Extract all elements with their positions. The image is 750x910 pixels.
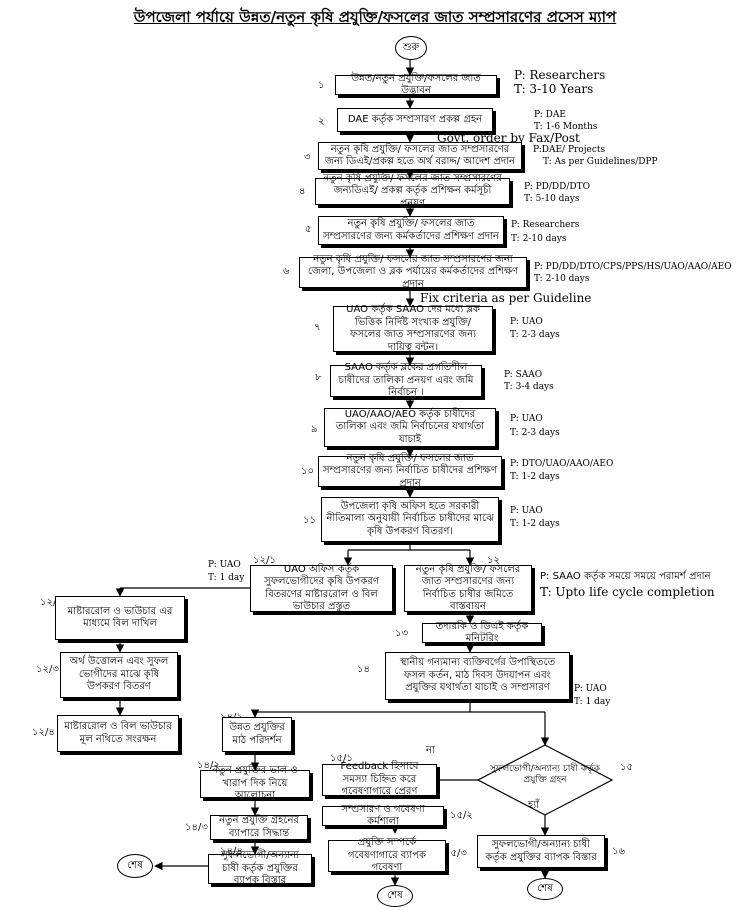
step-16-number: ১৬	[612, 846, 625, 857]
step-12-3-box: অর্থ উত্তোলন এবং সুফল ভোগীদের মাঝে কৃষি …	[60, 652, 178, 698]
step-13-box: তদারকি ও ডিএই কর্তৃক মনিটরিং	[422, 621, 542, 644]
decision-15-number: ১৫	[620, 762, 633, 773]
step-3-time: T: As per Guidelines/DPP	[543, 157, 658, 167]
step-15-1-number: ১৫/১	[330, 753, 353, 764]
step-11-box: উপজেলা কৃষি অফিস হতে সরকারী নীতিমালা অনু…	[321, 497, 499, 542]
step-9-time: T: 2-3 days	[510, 428, 560, 438]
step-5-box: নতুন কৃষি প্রযুক্তি/ ফসলের জাত সম্প্রসার…	[318, 216, 504, 245]
note-criteria: Fix criteria as per Guideline	[420, 291, 592, 305]
step-16-box: সুফলভোগী/অন্যান্য চাষী কর্তৃক প্রযুক্তির…	[477, 835, 605, 868]
step-11-person: P: UAO	[510, 506, 543, 516]
end-terminal-16: শেষ	[527, 878, 563, 900]
step-12-number: ১২	[487, 555, 500, 566]
end-terminal-14: শেষ	[117, 854, 153, 878]
step-10-box: নতুন কৃষি প্রযুক্তি/ ফসলের জাত সম্প্রসার…	[318, 453, 502, 489]
step-14-2-box: নতুন প্রযুক্তির ভাল ও খারাপ দিক নিয়ে আল…	[200, 765, 310, 801]
step-14-3-box: নতুন প্রযুক্তি গ্রহনের ব্যাপারে সিদ্ধান্…	[210, 815, 308, 840]
step-7-time: T: 2-3 days	[510, 330, 560, 340]
step-11-number: ১১	[303, 515, 316, 526]
step-2-time: T: 1-6 Months	[534, 122, 598, 132]
step-12-4-number: ১২/৪	[32, 727, 55, 738]
step-1-time: T: 3-10 Years	[514, 82, 594, 96]
step-5-number: ৫	[305, 224, 312, 235]
end-terminal-15: শেষ	[377, 885, 413, 907]
step-12-2-number: ১২/২	[40, 597, 63, 608]
step-12-1-number: ১২/১	[253, 555, 276, 566]
step-15-2-box: সম্প্রসারণ ও গবেষণা কর্মশালা	[322, 804, 444, 827]
step-13-number: ১৩	[395, 628, 408, 639]
step-2-number: ২	[318, 116, 325, 127]
step-12-person: P: SAAO কর্তৃক সময়ে সময়ে পরামর্শ প্রদা…	[540, 571, 711, 582]
step-12-time: T: Upto life cycle completion	[540, 585, 715, 599]
diagram-title: উপজেলা পর্যায়ে উন্নত/নতুন কৃষি প্রযুক্ত…	[133, 8, 617, 26]
step-11-time: T: 1-2 days	[510, 519, 560, 529]
step-5-person: P: Researchers	[511, 220, 580, 230]
step-8-box: SAAO কর্তৃক ব্লকের প্রগতিশীল চাষীদের তাল…	[330, 362, 482, 398]
step-12-1-person: P: UAO	[208, 560, 241, 570]
step-8-person: P: SAAO	[504, 370, 543, 380]
start-terminal: শুরু	[395, 36, 427, 60]
step-14-4-box: সুফলভোগী/অন্যান্য চাষী কর্তৃক প্রযুক্তির…	[208, 850, 312, 886]
step-5-time: T: 2-10 days	[511, 234, 567, 244]
note-fax: Govt. order by Fax/Post	[437, 131, 580, 145]
decision-15-no: না	[426, 745, 435, 756]
step-9-person: P: UAO	[510, 414, 543, 424]
step-7-number: ৭	[314, 322, 321, 333]
step-14-2-number: ১৪/২	[197, 760, 220, 771]
step-7-box: UAO কর্তৃক SAAO দের মধ্যে ব্লক ভিত্তিক ন…	[333, 304, 493, 353]
step-1-person: P: Researchers	[514, 68, 606, 82]
step-14-1-box: উন্নত প্রযুক্তির মাঠ পরিদর্শন	[222, 717, 292, 752]
decision-15-yes: হ্যাঁ	[528, 800, 540, 811]
step-4-time: T: 5-10 days	[524, 194, 580, 204]
step-14-4-number: ১৪/৪	[220, 846, 243, 857]
step-9-number: ৯	[311, 424, 318, 435]
step-15-3-number: ১৫/৩	[444, 848, 467, 859]
step-2-person: P: DAE	[534, 110, 566, 120]
step-8-number: ৮	[315, 372, 322, 383]
step-10-number: ১০	[301, 466, 314, 477]
step-12-3-number: ১২/৩	[36, 664, 59, 675]
step-2-box: DAE কর্তৃক সম্প্রসারণ প্রকল্প গ্রহন	[337, 108, 493, 132]
step-6-time: T: 2-10 days	[534, 274, 590, 284]
step-12-1-time: T: 1 day	[208, 573, 245, 583]
step-12-1-box: UAO অফিস কর্তৃক সুফলভোগীদের কৃষি উপকরণ ব…	[250, 564, 393, 612]
step-12-4-box: মাষ্টাররোল ও বিল ভাউচার মূল নথিতে সংরক্ষ…	[57, 715, 179, 752]
step-1-number: ১	[318, 80, 325, 91]
step-4-box: নতুন কৃষি প্রযুক্তি/ ফসলের জাত সম্প্রসার…	[315, 173, 510, 209]
step-6-number: ৬	[283, 266, 290, 277]
step-3-number: ৩	[304, 152, 311, 163]
step-4-person: P: PD/DD/DTO	[524, 182, 590, 192]
step-9-box: UAO/AAO/AEO কর্তৃক চাষীদের তালিকা এবং জম…	[324, 408, 496, 447]
step-7-person: P: UAO	[510, 317, 543, 327]
step-12-2-box: মাষ্টাররোল ও ভাউচার এর মাধ্যমে বিল দাখিল	[55, 596, 185, 640]
step-10-time: T: 1-2 days	[510, 472, 560, 482]
step-10-person: P: DTO/UAO/AAO/AEO	[510, 459, 614, 469]
decision-15-text: সুফলভোগী/অন্যান্য চাষী কর্তৃক প্রযুক্তি …	[489, 764, 601, 785]
step-4-number: ৪	[299, 186, 306, 197]
step-6-person: P: PD/DD/DTO/CPS/PPS/HS/UAO/AAO/AEO	[534, 262, 732, 272]
decision-diamond	[476, 744, 614, 816]
step-1-box: উন্নত/নতুন প্রযুক্তি/ফসলের জাত উদ্ভাবন	[335, 73, 497, 96]
step-12-box: নতুন কৃষি প্রযুক্তি/ ফসলের জাত সম্প্রসার…	[404, 564, 532, 612]
step-14-3-number: ১৪/৩	[185, 822, 208, 833]
step-6-box: নতুন কৃষি প্রযুক্তি/ ফসলের জাত সম্প্রসার…	[299, 254, 527, 290]
step-3-person: P:DAE/ Projects	[533, 145, 606, 155]
step-3-box: নতুন কৃষি প্রযুক্তি/ ফসলের জাত সম্প্রসার…	[318, 142, 522, 170]
step-15-1-box: Feedback হিসাবে সমস্যা চিহ্নিত করে গবেষণ…	[322, 761, 437, 797]
step-14-box: স্থানীয় গন্যমান্য ব্যক্তিবর্গের উপাস্থি…	[385, 652, 570, 700]
step-14-number: ১৪	[357, 664, 370, 675]
step-15-3-box: প্রযুক্তি সম্পর্কে গবেষণাগারে ব্যাপক গবে…	[328, 837, 446, 873]
step-8-time: T: 3-4 days	[504, 382, 554, 392]
step-14-time: T: 1 day	[574, 697, 611, 707]
step-15-2-number: ১৫/২	[450, 810, 473, 821]
step-14-person: P: UAO	[574, 684, 607, 694]
